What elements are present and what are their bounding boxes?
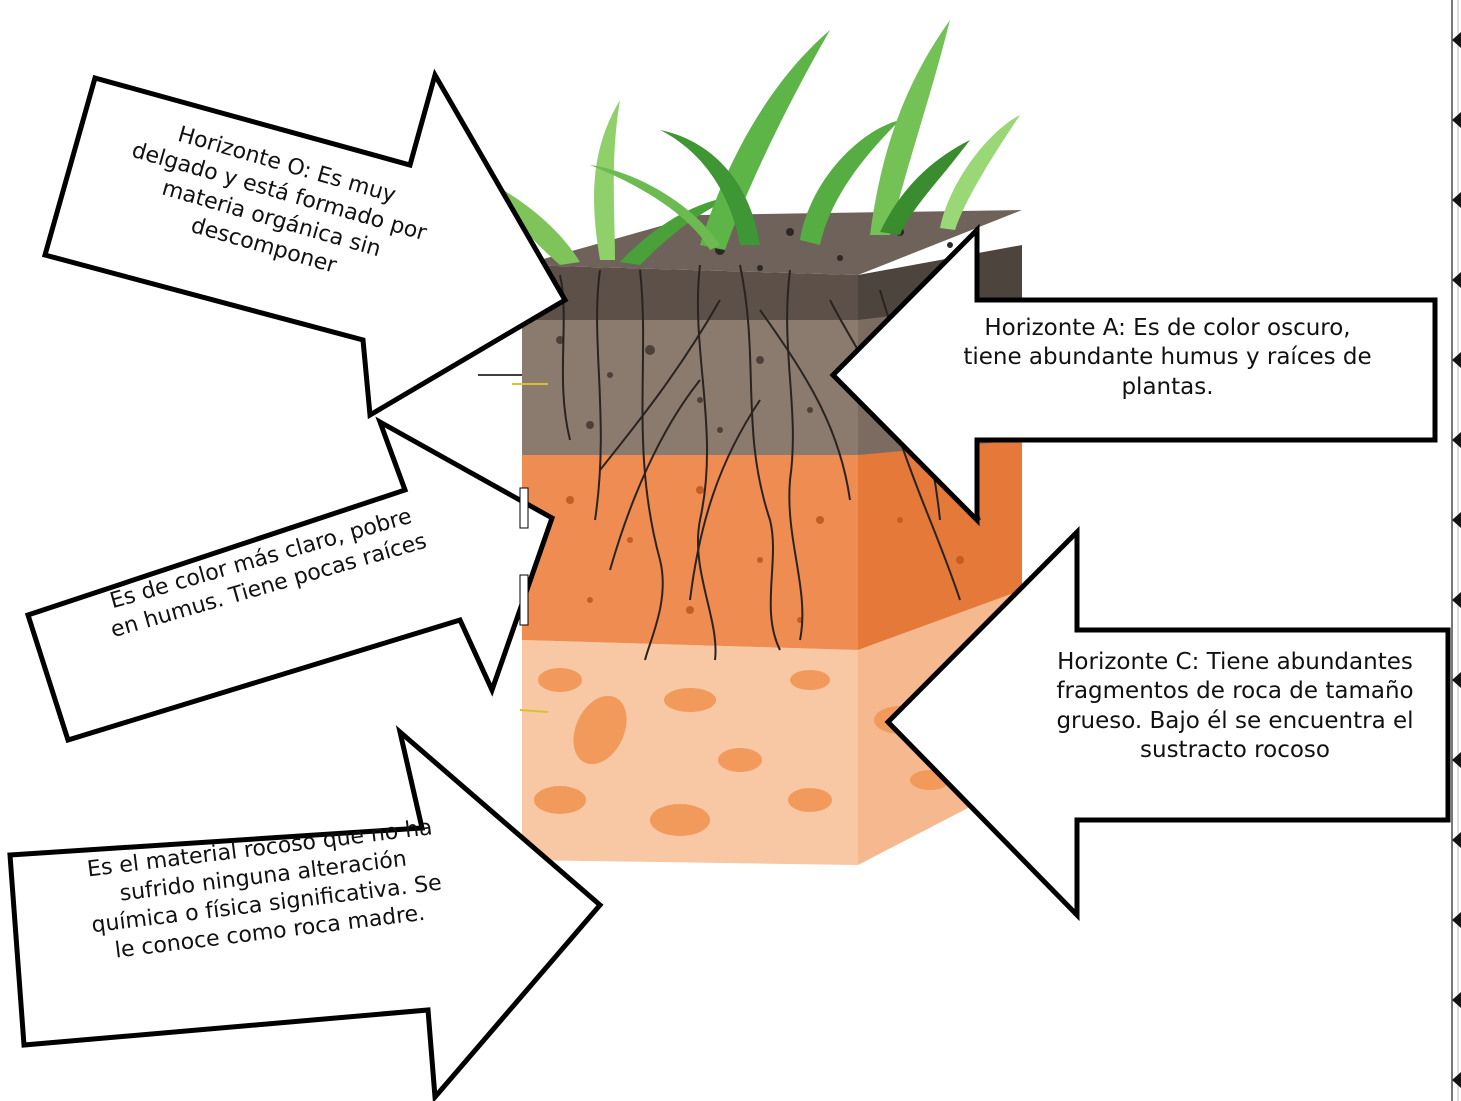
horizon-c-description: Horizonte C: Tiene abundantes fragmentos… xyxy=(1015,648,1455,766)
decorative-border xyxy=(1452,0,1461,1101)
horizon-b-front xyxy=(522,450,858,650)
horizon-a-description: Horizonte A: Es de color oscuro, tiene a… xyxy=(925,314,1410,402)
horizon-a-front xyxy=(522,300,858,455)
